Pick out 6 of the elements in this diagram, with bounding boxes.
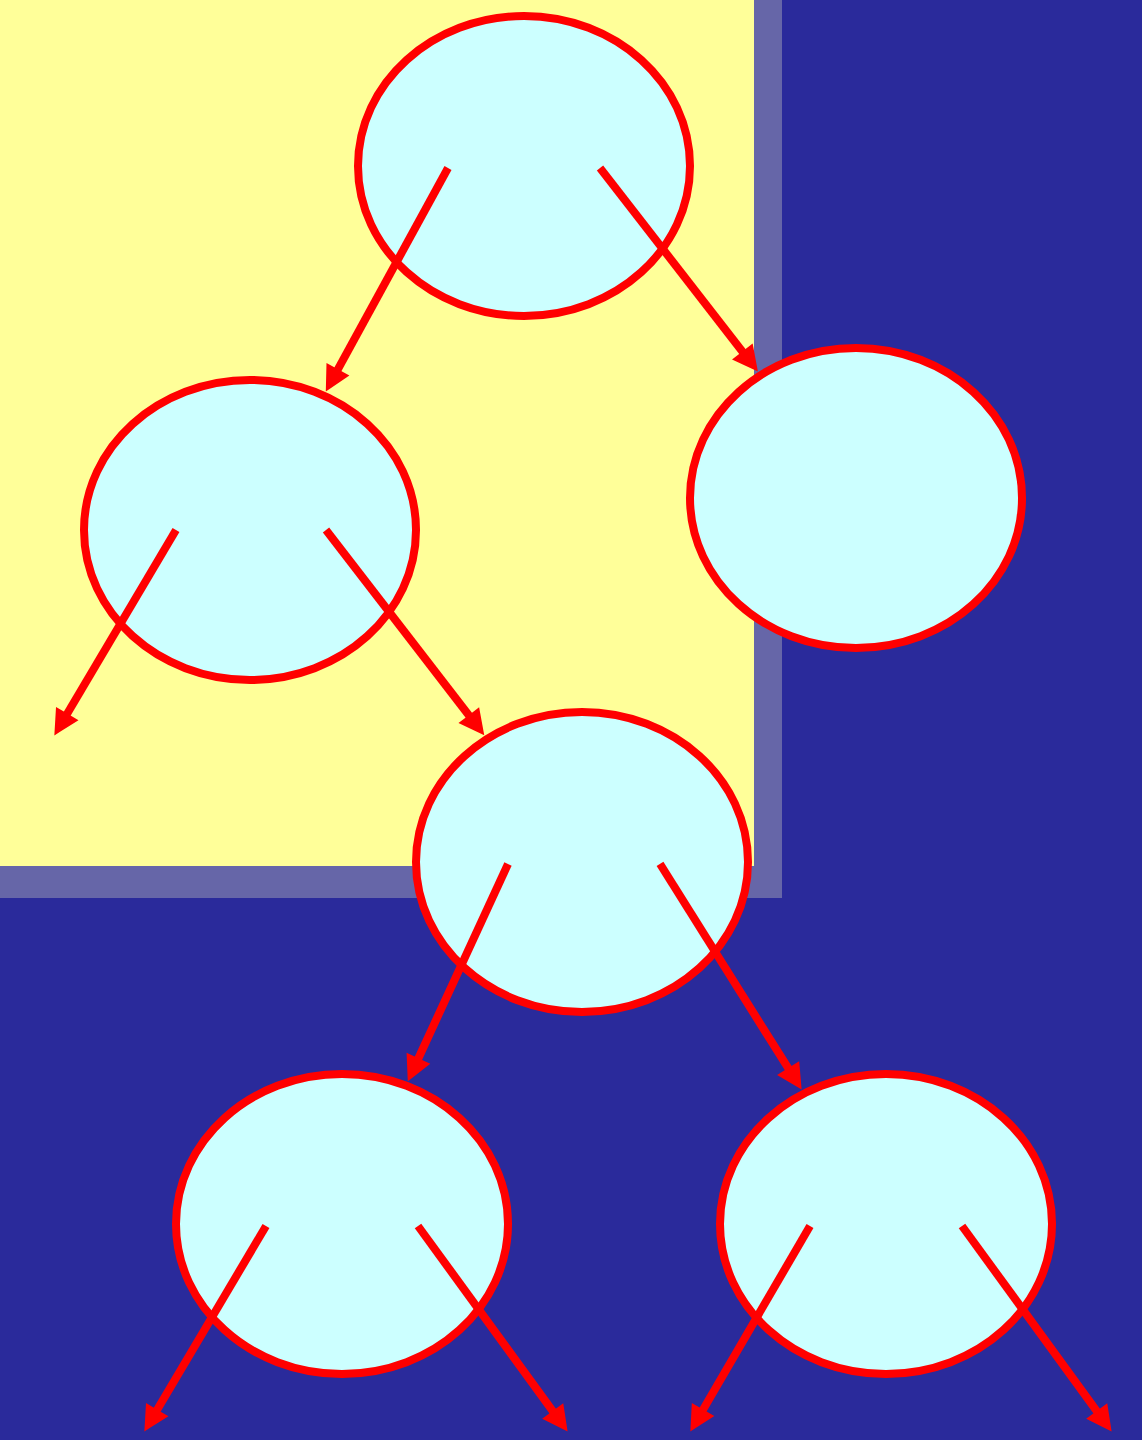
node-ellipse bbox=[686, 344, 1026, 652]
node-ellipse bbox=[412, 708, 752, 1016]
node-ellipse bbox=[716, 1070, 1056, 1378]
node-ellipse bbox=[80, 376, 420, 684]
node-ellipse bbox=[172, 1070, 512, 1378]
node-ellipse bbox=[354, 12, 694, 320]
